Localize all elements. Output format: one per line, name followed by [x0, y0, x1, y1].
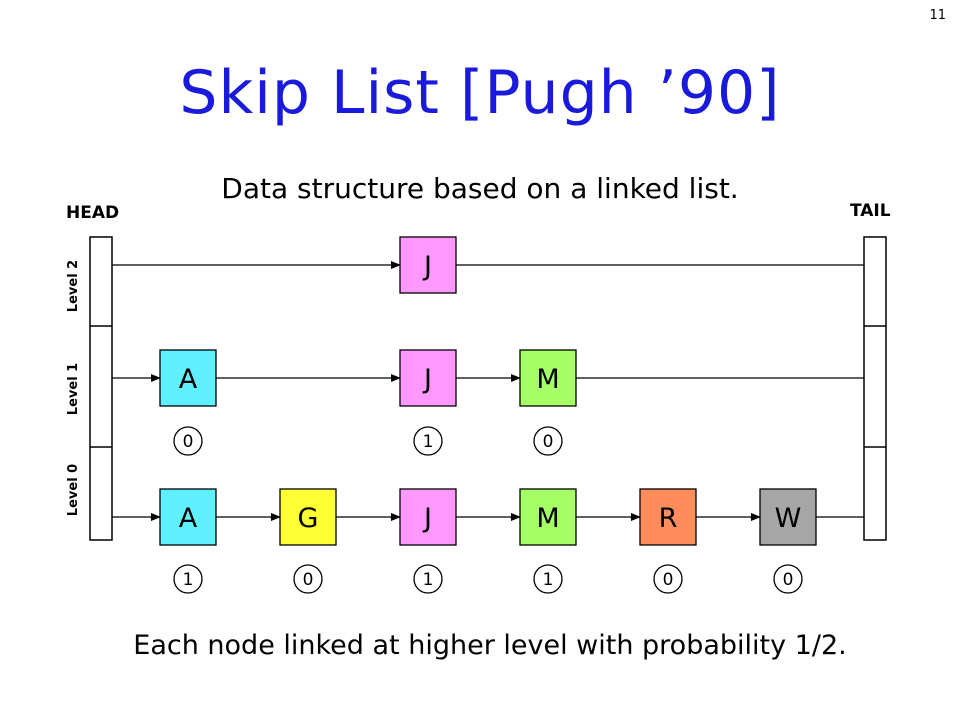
level-2-label: Level 2 — [66, 260, 81, 312]
node-label: A — [179, 503, 198, 534]
node-label: R — [659, 503, 678, 534]
coin-flip: 1 — [533, 564, 563, 594]
node-j-level-2: J — [399, 236, 457, 294]
coin-flip: 0 — [533, 426, 563, 456]
head-label: HEAD — [66, 203, 120, 223]
coin-flip: 1 — [413, 426, 443, 456]
coin-value: 1 — [423, 570, 434, 590]
coin-value: 0 — [663, 570, 674, 590]
node-label: J — [422, 364, 432, 395]
slide-subtitle: Data structure based on a linked list. — [221, 172, 739, 205]
node-a-level-1: A — [159, 349, 217, 407]
coin-value: 1 — [423, 432, 434, 452]
node-j-level-0: J — [399, 488, 457, 546]
node-label: J — [422, 503, 432, 534]
node-label: M — [536, 503, 559, 534]
node-m-level-1: M — [519, 349, 577, 407]
slide-caption: Each node linked at higher level with pr… — [133, 630, 847, 661]
coin-value: 0 — [783, 570, 794, 590]
node-label: G — [298, 503, 319, 534]
level-1-label: Level 1 — [66, 363, 81, 415]
node-label: A — [179, 364, 198, 395]
tail-label: TAIL — [850, 201, 891, 221]
coin-value: 1 — [543, 570, 554, 590]
node-g-level-0: G — [279, 488, 337, 546]
coin-value: 0 — [183, 432, 194, 452]
node-label: J — [422, 251, 432, 282]
tail-column — [863, 236, 887, 541]
coin-flip: 0 — [653, 564, 683, 594]
node-r-level-0: R — [639, 488, 697, 546]
node-label: M — [536, 364, 559, 395]
node-m-level-0: M — [519, 488, 577, 546]
coin-value: 0 — [543, 432, 554, 452]
node-label: W — [775, 503, 802, 534]
head-column — [89, 236, 113, 541]
slide-title: Skip List [Pugh ’90] — [179, 58, 781, 128]
coin-flip: 0 — [773, 564, 803, 594]
coin-value: 1 — [183, 570, 194, 590]
level-0-label: Level 0 — [66, 464, 81, 516]
coin-flip: 0 — [293, 564, 323, 594]
node-w-level-0: W — [759, 488, 817, 546]
page-number: 11 — [929, 8, 946, 23]
coin-flip: 0 — [173, 426, 203, 456]
coin-flip: 1 — [173, 564, 203, 594]
coin-flip: 1 — [413, 564, 443, 594]
node-a-level-0: A — [159, 488, 217, 546]
coin-value: 0 — [303, 570, 314, 590]
node-j-level-1: J — [399, 349, 457, 407]
